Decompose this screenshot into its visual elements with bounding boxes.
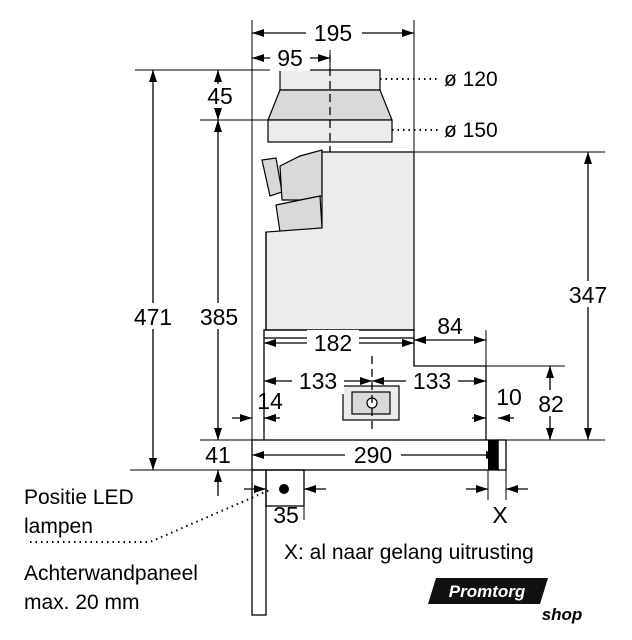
dim-82: 82 [531, 366, 571, 440]
label-wall-line1: Achterwandpaneel [24, 562, 198, 585]
fan-motor-icon [342, 385, 400, 421]
dim-label-45: 45 [207, 83, 233, 109]
label-diameter-120: ø 120 [444, 68, 498, 91]
dim-label-82: 82 [538, 391, 564, 417]
label-wall-line2: max. 20 mm [24, 591, 140, 614]
dim-label-14: 14 [257, 388, 283, 414]
dim-195: 195 [252, 20, 414, 46]
dim-label-195: 195 [314, 20, 352, 46]
dim-label-347: 347 [569, 282, 607, 308]
logo-word1: Promtorg [449, 582, 526, 601]
dim-x: X [466, 485, 528, 528]
dim-84: 84 [414, 313, 486, 344]
dim-label-133-left: 133 [299, 368, 337, 394]
dim-95: 95 [252, 45, 330, 71]
dim-label-95: 95 [277, 45, 303, 71]
dim-471: 471 [128, 70, 178, 470]
dim-label-41: 41 [205, 442, 231, 468]
dim-45: 45 [202, 70, 240, 120]
dim-133-right: 133 [372, 368, 486, 394]
dim-182: 182 [264, 330, 414, 356]
promtorg-logo: Promtorg shop [428, 578, 582, 624]
dim-290: 290 [252, 442, 498, 468]
dim-133-left: 133 [264, 368, 372, 394]
dim-label-10: 10 [496, 384, 522, 410]
dim-label-35: 35 [273, 502, 299, 528]
dim-347: 347 [562, 152, 614, 440]
dim-35: 35 [244, 485, 326, 528]
hood-body [251, 69, 507, 616]
dim-label-385: 385 [200, 304, 238, 330]
dim-label-471: 471 [134, 304, 172, 330]
label-x-note: X: al naar gelang uitrusting [284, 541, 534, 564]
dim-label-290: 290 [354, 442, 392, 468]
dim-10: 10 [472, 384, 522, 422]
label-diameter-150: ø 150 [444, 119, 498, 142]
led-leader [30, 488, 273, 543]
label-led-line1: Positie LED [24, 486, 134, 509]
dim-label-x: X [492, 502, 507, 528]
logo-word2: shop [542, 605, 583, 624]
label-led-line2: lampen [24, 515, 93, 538]
dim-41: 41 [205, 442, 231, 496]
dim-14: 14 [232, 388, 283, 422]
dim-label-133-right: 133 [413, 368, 451, 394]
led-lamp-icon [279, 484, 289, 494]
dim-label-84: 84 [437, 313, 463, 339]
dim-385: 385 [193, 120, 245, 440]
dim-label-182: 182 [314, 330, 352, 356]
